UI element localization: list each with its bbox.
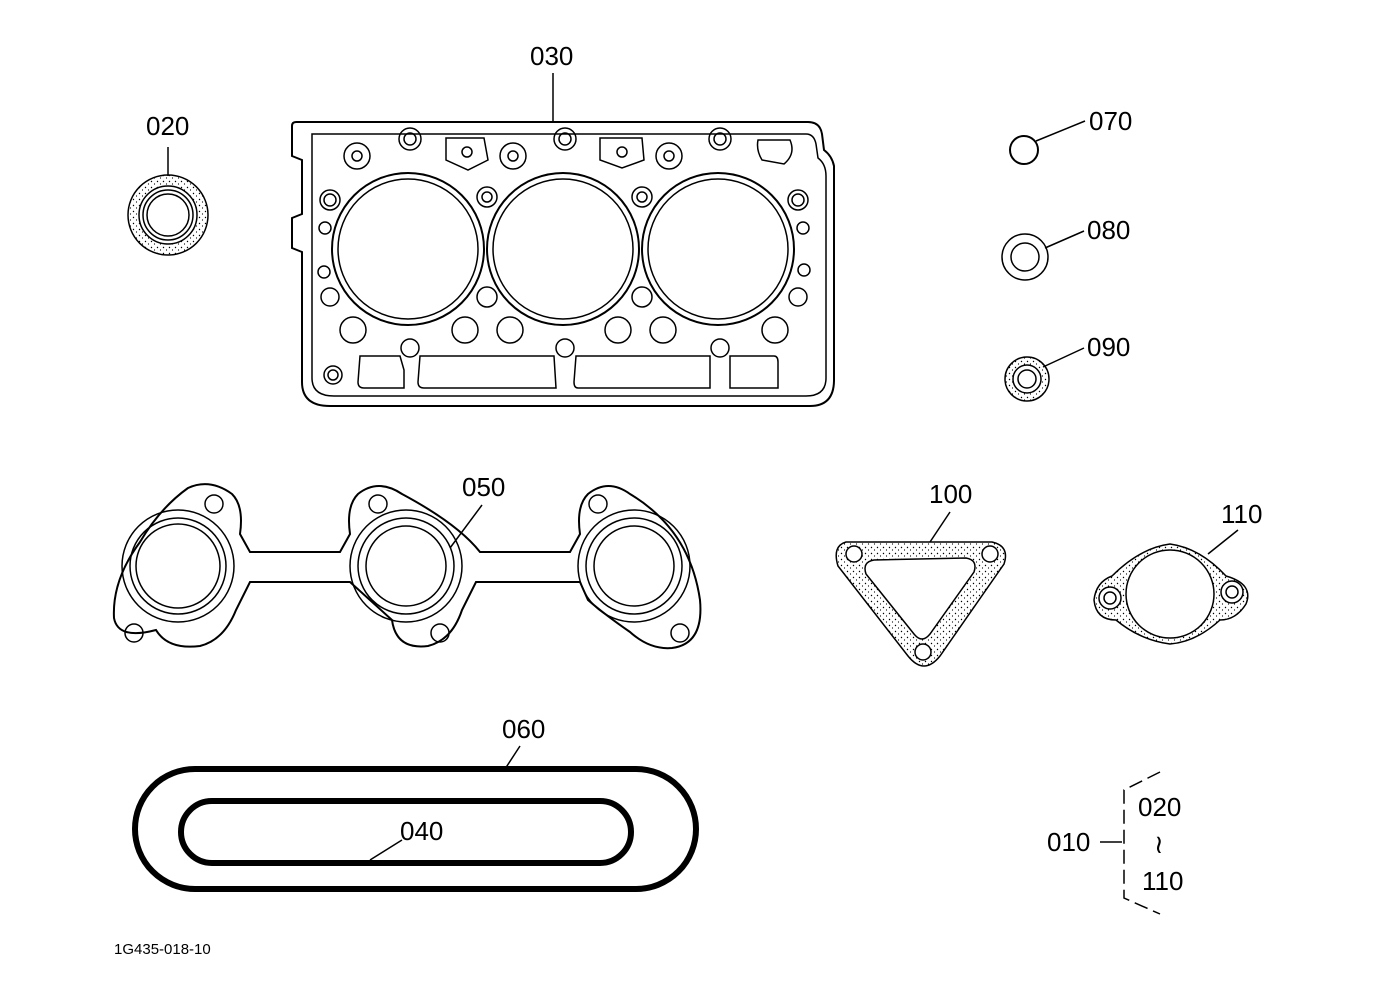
part-080-washer[interactable] <box>1001 230 1085 281</box>
label-100: 100 <box>929 479 972 509</box>
label-090: 090 <box>1087 332 1130 362</box>
label-110: 110 <box>1221 499 1262 529</box>
kit-bracket <box>1100 771 1161 915</box>
label-060: 060 <box>502 714 545 744</box>
part-040-inner-oval-gasket[interactable] <box>178 798 634 866</box>
part-060-oval-gasket[interactable] <box>132 745 699 892</box>
part-070-o-ring[interactable] <box>1009 120 1086 165</box>
part-110-flange-gasket[interactable] <box>1093 529 1249 645</box>
part-030-cylinder-head-gasket[interactable] <box>291 73 835 407</box>
part-020-oil-seal[interactable] <box>127 147 209 256</box>
label-050: 050 <box>462 472 505 502</box>
kit-range-to: 110 <box>1142 866 1183 896</box>
part-050-manifold-gasket[interactable] <box>112 483 702 650</box>
label-030: 030 <box>530 41 573 71</box>
figure-code: 1G435-018-10 <box>114 941 211 958</box>
label-080: 080 <box>1087 215 1130 245</box>
kit-label-010: 010 <box>1047 827 1090 857</box>
label-070: 070 <box>1089 106 1132 136</box>
kit-range-from: 020 <box>1138 792 1181 822</box>
label-040: 040 <box>400 816 443 846</box>
kit-range-symbol: ≀ <box>1154 829 1164 859</box>
part-090-seal[interactable] <box>1004 347 1085 402</box>
label-020: 020 <box>146 111 189 141</box>
part-100-triangular-gasket[interactable] <box>835 511 1007 667</box>
